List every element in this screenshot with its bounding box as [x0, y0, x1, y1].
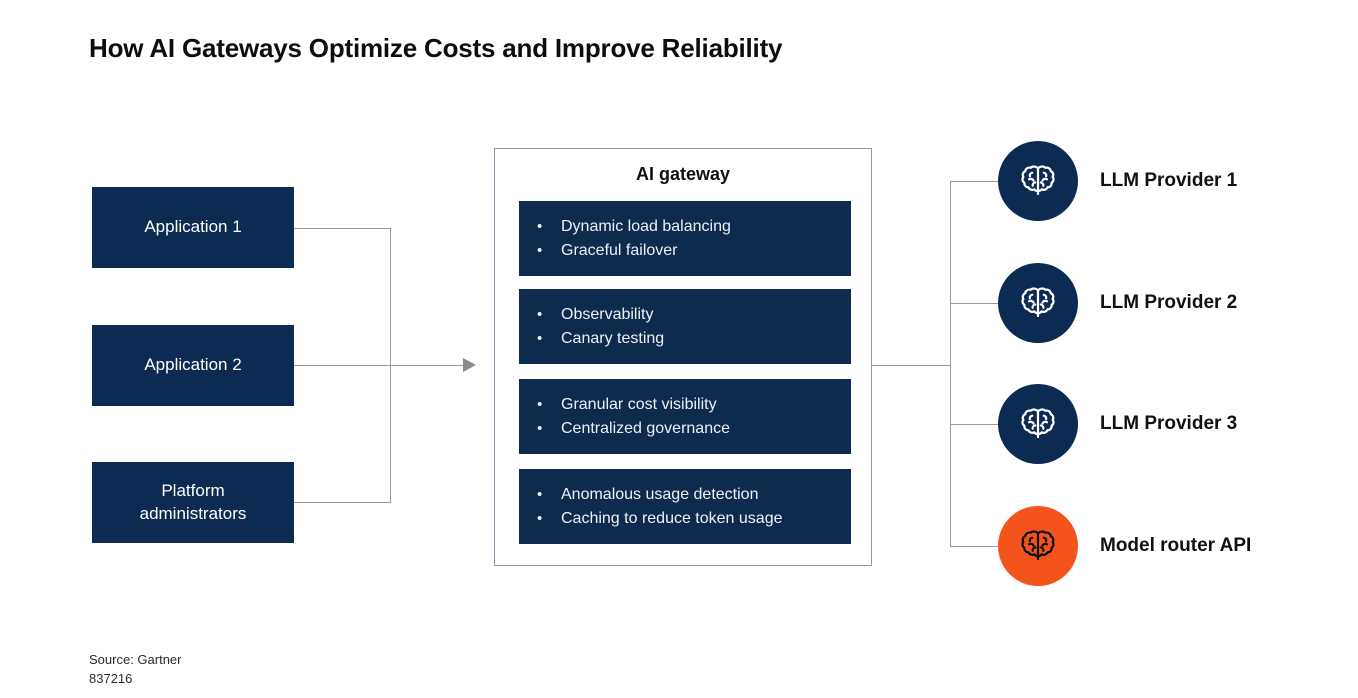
gateway-bullet-line: • Caching to reduce token usage [519, 507, 851, 531]
gateway-bullet-text: Dynamic load balancing [561, 217, 731, 235]
bullet-icon: • [537, 395, 543, 413]
provider-label: LLM Provider 2 [1100, 292, 1238, 313]
bullet-icon: • [537, 419, 543, 437]
gateway-bullet-line: • Graceful failover [519, 239, 851, 263]
provider-row-1: LLM Provider 1 [998, 141, 1237, 221]
connector-right-trunk [950, 181, 951, 546]
gateway-bullet-text: Centralized governance [561, 419, 730, 437]
application-box-1: Application 1 [92, 187, 294, 268]
brain-icon [998, 141, 1078, 221]
gateway-bullet-line: • Anomalous usage detection [519, 483, 851, 507]
brain-icon [998, 263, 1078, 343]
brain-icon [998, 384, 1078, 464]
gateway-card-4: • Anomalous usage detection • Caching to… [519, 469, 851, 544]
source-note: Source: Gartner 837216 [89, 651, 182, 689]
connector-application-1 [294, 228, 391, 229]
gateway-bullet-text: Graceful failover [561, 241, 678, 259]
connector-left-stem [390, 365, 464, 366]
page-title: How AI Gateways Optimize Costs and Impro… [89, 33, 783, 63]
gateway-bullet-line: • Canary testing [519, 327, 851, 351]
bullet-icon: • [537, 509, 543, 527]
bullet-icon: • [537, 485, 543, 503]
platform-administrators-line-1: Platform [161, 480, 225, 500]
provider-label: Model router API [1100, 535, 1252, 556]
gateway-bullet-line: • Observability [519, 303, 851, 327]
provider-label: LLM Provider 1 [1100, 170, 1238, 191]
gateway-card-1: • Dynamic load balancing • Graceful fail… [519, 201, 851, 276]
gateway-bullet-text: Canary testing [561, 329, 665, 347]
provider-label: LLM Provider 3 [1100, 413, 1238, 434]
connector-application-2 [294, 365, 391, 366]
gateway-bullet-text: Granular cost visibility [561, 395, 717, 413]
gateway-bullet-line: • Dynamic load balancing [519, 215, 851, 239]
arrow-right-icon [463, 358, 476, 372]
connector-platform-administrators [294, 502, 391, 503]
provider-row-3: LLM Provider 3 [998, 384, 1237, 464]
platform-administrators-box: Platform administrators [92, 462, 294, 543]
connector-provider-1 [950, 181, 1000, 182]
brain-icon [998, 506, 1078, 586]
gateway-bullet-text: Anomalous usage detection [561, 485, 759, 503]
gateway-bullet-text: Observability [561, 305, 654, 323]
gateway-bullet-line: • Granular cost visibility [519, 393, 851, 417]
connector-model-router-api [950, 546, 1000, 547]
gateway-card-3: • Granular cost visibility • Centralized… [519, 379, 851, 454]
application-box-2: Application 2 [92, 325, 294, 406]
bullet-icon: • [537, 329, 543, 347]
gateway-bullet-line: • Centralized governance [519, 417, 851, 441]
gateway-bullet-text: Caching to reduce token usage [561, 509, 783, 527]
application-box-label: Application 1 [144, 217, 242, 237]
connector-provider-2 [950, 303, 1000, 304]
bullet-icon: • [537, 217, 543, 235]
application-box-label: Application 2 [144, 355, 242, 375]
gateway-card-2: • Observability • Canary testing [519, 289, 851, 364]
source-attribution: Source: Gartner [89, 652, 182, 667]
ai-gateway-panel: AI gateway • Dynamic load balancing • Gr… [494, 148, 872, 566]
bullet-icon: • [537, 241, 543, 259]
ai-gateway-heading: AI gateway [635, 164, 731, 184]
connector-right-stem [872, 365, 951, 366]
provider-row-4: Model router API [998, 506, 1251, 586]
platform-administrators-line-2: administrators [139, 503, 247, 523]
connector-provider-3 [950, 424, 1000, 425]
document-id: 837216 [89, 670, 133, 686]
platform-administrators-label: Platform administrators [140, 480, 247, 526]
provider-row-2: LLM Provider 2 [998, 263, 1237, 343]
bullet-icon: • [537, 305, 543, 323]
